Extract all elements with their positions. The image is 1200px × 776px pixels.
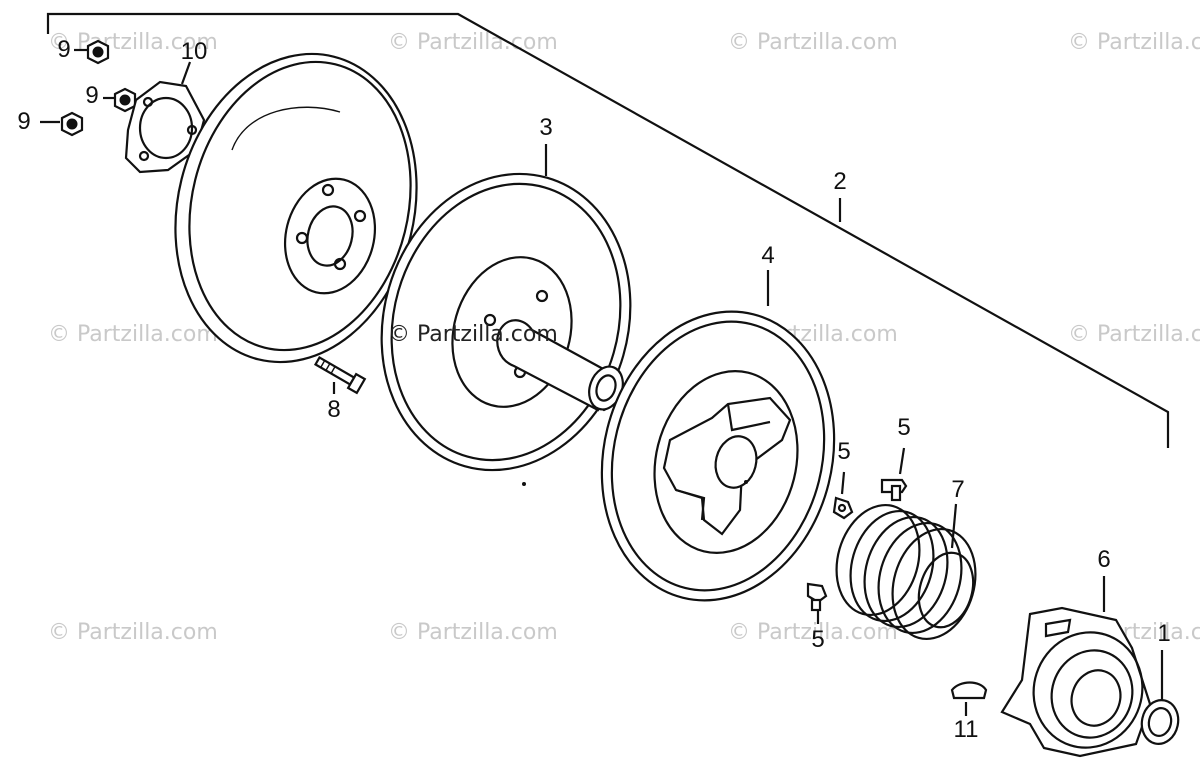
key-part-11 [950, 681, 988, 700]
callout-9: 9 [17, 108, 31, 135]
watermark: © Partzilla.com [388, 620, 558, 645]
assembly-bracket-line [46, 12, 1170, 448]
watermark: © Partzilla.com [1068, 322, 1200, 347]
callout-10: 10 [180, 38, 208, 65]
watermark: © Partzilla.com [728, 620, 898, 645]
gasket-plate-part-10 [124, 80, 206, 174]
watermark: © Partzilla.com [48, 322, 218, 347]
nut-part-9 [113, 87, 137, 113]
leader-line [950, 503, 958, 549]
pulley-face-part-4 [600, 310, 836, 602]
callout-11: 11 [953, 716, 979, 743]
watermark: © Partzilla.com [728, 30, 898, 55]
leader-line [840, 471, 846, 495]
snap-ring-part-1 [1140, 699, 1180, 745]
callout-7: 7 [951, 476, 965, 503]
leader-line [898, 447, 906, 475]
callout-5: 5 [811, 626, 825, 653]
callout-6: 6 [1097, 546, 1111, 573]
cover-housing-part-6 [1000, 606, 1152, 758]
watermark: © Partzilla.com [1068, 30, 1200, 55]
callout-2: 2 [833, 168, 847, 195]
callout-3: 3 [539, 114, 553, 141]
watermark-center: © Partzilla.com [388, 322, 558, 347]
dot-mark [744, 480, 748, 484]
callout-5: 5 [897, 414, 911, 441]
guide-pin-part-5 [806, 582, 828, 612]
watermark: © Partzilla.com [48, 620, 218, 645]
nut-part-9 [60, 111, 84, 137]
leader-line [180, 61, 192, 85]
callout-8: 8 [327, 396, 341, 423]
movable-drive-face-part-3 [380, 172, 632, 472]
callout-5: 5 [837, 438, 851, 465]
callout-4: 4 [761, 242, 775, 269]
callout-9: 9 [57, 36, 71, 63]
spring-part-7 [835, 503, 977, 641]
drive-face-disc [174, 52, 418, 364]
guide-pin-part-5 [832, 496, 854, 520]
guide-pin-part-5 [880, 478, 908, 502]
callout-9: 9 [85, 82, 99, 109]
watermark: © Partzilla.com [388, 30, 558, 55]
callout-1: 1 [1157, 620, 1171, 647]
nut-part-9 [86, 39, 110, 65]
dot-mark [522, 482, 526, 486]
bolt-part-8 [313, 356, 367, 395]
